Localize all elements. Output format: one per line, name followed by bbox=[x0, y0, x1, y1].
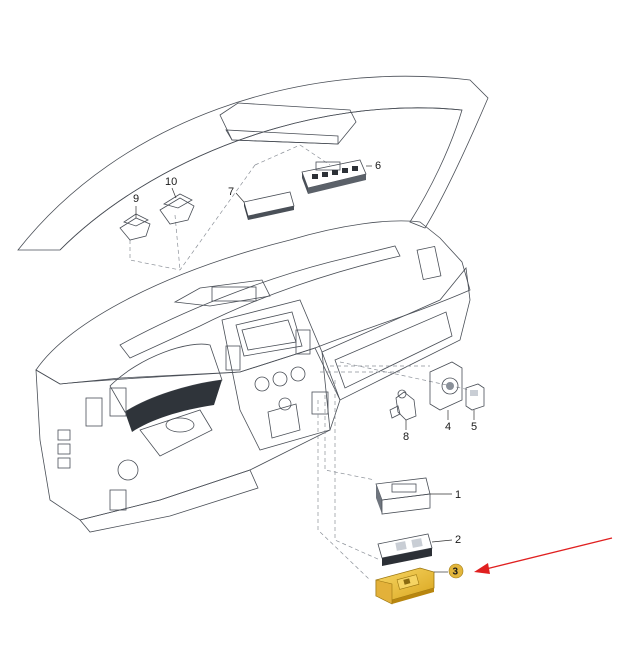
center-console bbox=[221, 299, 331, 451]
callout-1: 1 bbox=[455, 489, 461, 501]
part-3-highlighted-tray bbox=[375, 567, 435, 605]
callout-9: 9 bbox=[133, 193, 139, 205]
part-10-cover-cap bbox=[159, 193, 195, 225]
part-9-cover-cap bbox=[119, 213, 151, 241]
callout-8: 8 bbox=[403, 431, 409, 443]
windshield-frame bbox=[17, 75, 489, 251]
leader-lines bbox=[135, 165, 475, 573]
part-6-overhead-switch-panel bbox=[301, 159, 367, 194]
callout-3-badge bbox=[448, 563, 464, 579]
callout-3: 3 bbox=[453, 567, 459, 578]
part-2-switch-panel bbox=[377, 533, 433, 566]
part-5-switch bbox=[465, 383, 485, 411]
callout-10: 10 bbox=[165, 176, 177, 188]
callout-2: 2 bbox=[455, 534, 461, 546]
part-8-sensor bbox=[389, 389, 417, 421]
roof-console bbox=[219, 102, 357, 145]
dashboard bbox=[35, 220, 471, 533]
callout-6: 6 bbox=[375, 160, 381, 172]
reference-lines bbox=[129, 144, 471, 581]
part-7-light-bar bbox=[243, 191, 295, 220]
part-4-rotary-switch bbox=[429, 361, 463, 411]
callout-7: 7 bbox=[228, 186, 234, 198]
callout-4: 4 bbox=[445, 421, 451, 433]
callout-5: 5 bbox=[471, 421, 477, 433]
arrow-left-icon bbox=[474, 537, 613, 574]
part-1-tray bbox=[375, 477, 431, 515]
callout-labels: 6 7 9 10 4 5 8 1 2 3 bbox=[133, 160, 477, 579]
